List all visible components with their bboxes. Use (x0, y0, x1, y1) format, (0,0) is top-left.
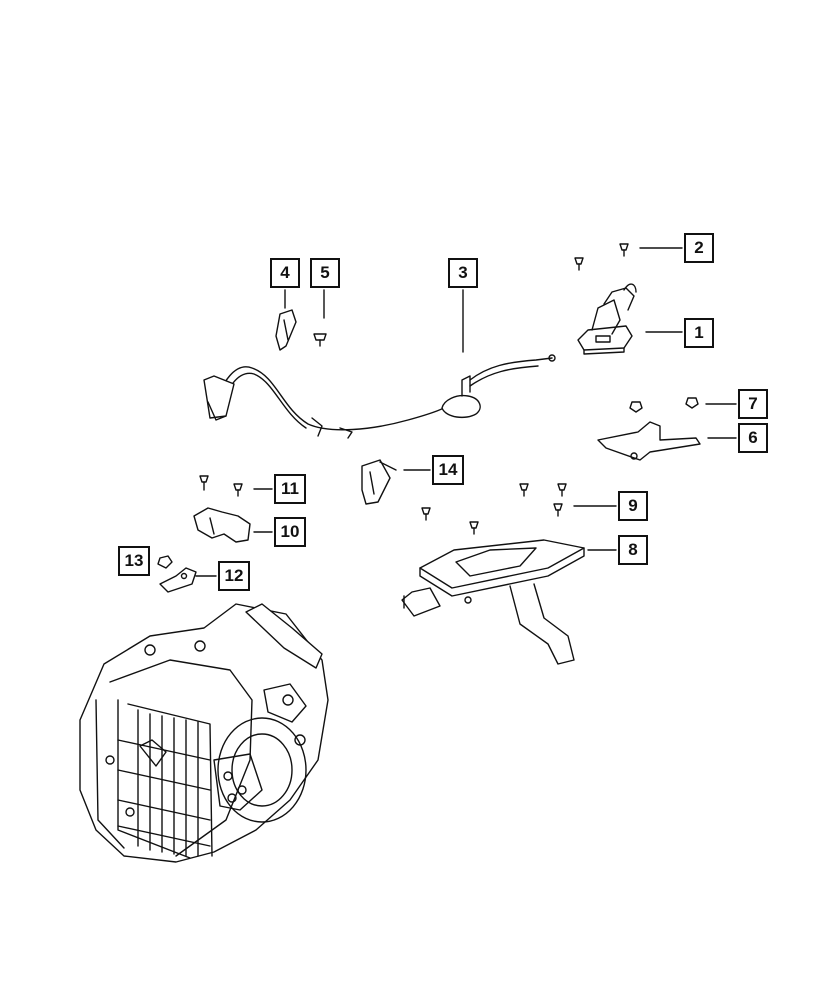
callout-10: 10 (274, 517, 306, 547)
nut-part-13 (157, 555, 173, 569)
callout-1: 1 (684, 318, 714, 348)
leader-lines (195, 247, 737, 577)
callout-3: 3 (448, 258, 478, 288)
callout-11: 11 (274, 474, 306, 504)
callout-12: 12 (218, 561, 250, 591)
bracket-part-12 (159, 567, 197, 593)
transmission-housing (79, 603, 329, 863)
bracket-part-14 (361, 459, 397, 505)
screw-part-5 (313, 333, 327, 347)
shifter-assembly (577, 283, 637, 355)
shift-cable (203, 354, 556, 439)
screw-part-2 (574, 243, 629, 271)
mounting-bracket-part-8 (401, 539, 585, 665)
screw-part-9 (421, 483, 567, 535)
bracket-part-6 (597, 421, 701, 461)
callout-4: 4 (270, 258, 300, 288)
callout-7: 7 (738, 389, 768, 419)
callout-6: 6 (738, 423, 768, 453)
callout-9: 9 (618, 491, 648, 521)
callout-14: 14 (432, 455, 464, 485)
cable-clip (275, 309, 297, 351)
bracket-part-10 (193, 507, 251, 543)
callout-5: 5 (310, 258, 340, 288)
screw-part-11 (199, 475, 243, 497)
callout-2: 2 (684, 233, 714, 263)
callout-13: 13 (118, 546, 150, 576)
callout-8: 8 (618, 535, 648, 565)
nut-part-7 (629, 397, 699, 413)
